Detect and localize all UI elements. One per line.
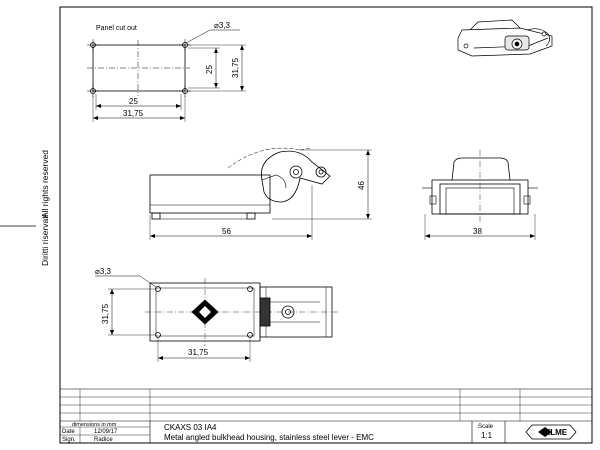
date-value: 12/09/17: [94, 429, 118, 435]
rights-reserved-text: All rights reserved: [40, 150, 50, 218]
cutout-dim-width-25: 25: [129, 97, 138, 106]
dimensions-note: dimensions in mm: [72, 422, 117, 428]
end-view: [422, 150, 538, 240]
sign-label: Sign.: [62, 437, 76, 443]
cutout-dim-width-3175: 31,75: [123, 109, 144, 118]
top-dim-width: 31,75: [188, 348, 209, 357]
top-hole-diameter: ⌀3,3: [95, 267, 111, 276]
top-view: [95, 275, 338, 362]
panel-cutout-label: Panel cut out: [96, 25, 137, 32]
side-dim-height: 46: [357, 181, 366, 190]
side-view: [149, 147, 372, 240]
isometric-view: [457, 19, 553, 57]
housing-body: [149, 174, 271, 214]
side-dim-length: 56: [222, 227, 231, 236]
scale-label: Scale: [478, 424, 494, 430]
top-dim-height: 31,75: [101, 303, 110, 324]
drawing-frame: [59, 6, 593, 444]
mounting-holes: [87, 39, 191, 97]
ilme-logo-text: ILME: [548, 428, 568, 437]
cutout-hole-diameter: ⌀3,3: [214, 21, 230, 30]
title-block: [60, 421, 506, 443]
cutout-dim-height-25: 25: [205, 65, 214, 74]
scale-value: 1:1: [481, 431, 493, 440]
ilme-diamond-logo: [191, 299, 219, 325]
date-label: Date: [62, 429, 75, 435]
part-description: Metal angled bulkhead housing, stainless…: [164, 433, 374, 442]
end-dim-width: 38: [473, 227, 482, 236]
diritti-riservati-text: Diritti riservati: [40, 214, 50, 266]
cutout-dim-height-3175: 31,75: [231, 57, 240, 78]
revision-table: [60, 388, 592, 422]
sign-value: Radice: [94, 437, 113, 443]
locking-lever: [261, 150, 331, 203]
part-code: CKAXS 03 IA4: [164, 423, 217, 432]
panel-cutout-view: [87, 29, 246, 122]
ilme-logo: ILME: [525, 424, 577, 440]
